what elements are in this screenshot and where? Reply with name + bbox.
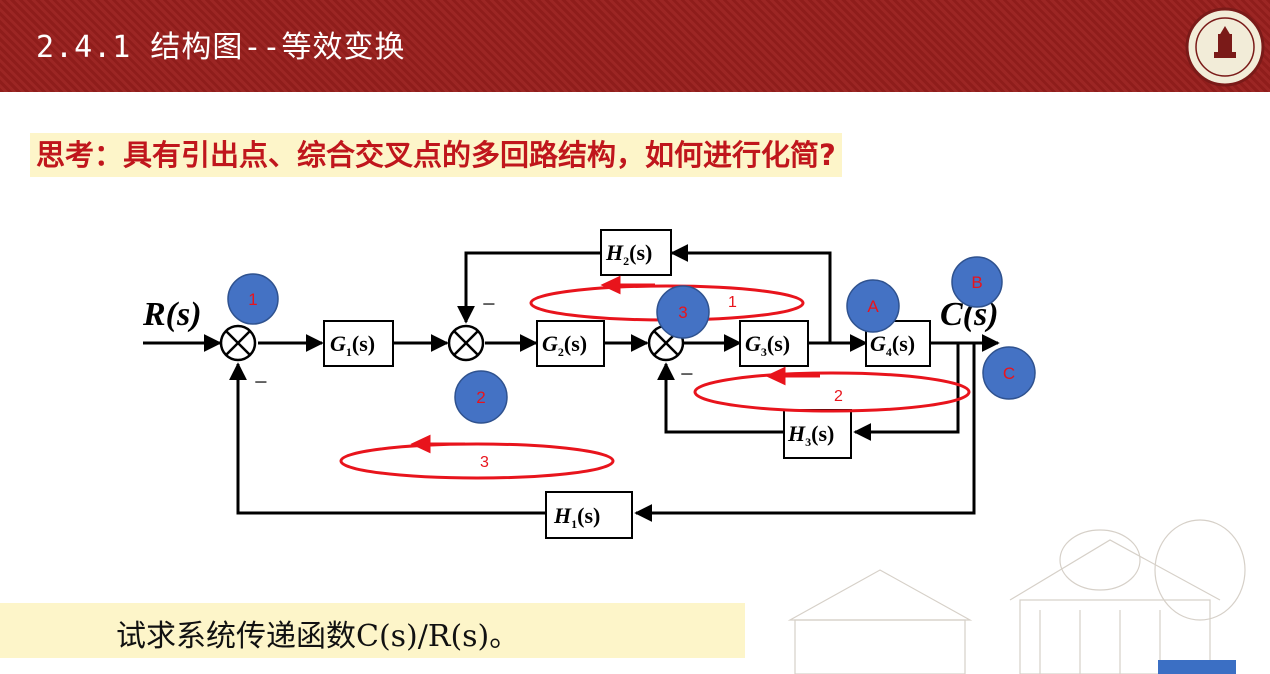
marker-3: 3 xyxy=(678,303,687,322)
question-text: 思考：具有引出点、综合交叉点的多回路结构，如何进行化简? xyxy=(30,133,842,177)
campus-background-image xyxy=(787,519,1246,674)
minus-sign: − xyxy=(254,370,268,396)
signal-lines xyxy=(143,244,1000,522)
marker-B: B xyxy=(971,273,982,292)
marker-2: 2 xyxy=(476,388,485,407)
loop-2-ellipse xyxy=(693,371,971,413)
block-h1: H1(s) xyxy=(553,503,600,531)
task-box: 试求系统传递函数C(s)/R(s)。 xyxy=(0,603,745,658)
minus-sign: − xyxy=(482,292,496,318)
university-emblem xyxy=(1185,7,1265,87)
slide-title: 2.4.1 结构图--等效变换 xyxy=(36,30,406,65)
marker-A: A xyxy=(867,297,879,316)
block-g2: G2(s) xyxy=(542,331,587,359)
next-slide-button[interactable] xyxy=(1158,660,1236,674)
block-h2: H2(s) xyxy=(605,240,652,268)
summing-junction xyxy=(219,324,257,362)
block-g1: G1(s) xyxy=(330,331,375,359)
block-g4: G4(s) xyxy=(870,331,915,359)
loop-1-label: 1 xyxy=(728,294,737,311)
loop-3-ellipse xyxy=(339,442,615,480)
block-g3: G3(s) xyxy=(745,331,790,359)
input-label: R(s) xyxy=(142,296,202,333)
loop-3-label: 3 xyxy=(480,454,489,471)
minus-sign: − xyxy=(680,362,694,388)
slide-header: 2.4.1 结构图--等效变换 xyxy=(0,0,1270,92)
task-text: 试求系统传递函数C(s)/R(s)。 xyxy=(116,619,520,654)
marker-1: 1 xyxy=(248,290,257,309)
summing-junction xyxy=(447,324,485,362)
block-h3: H3(s) xyxy=(787,421,834,449)
marker-C: C xyxy=(1003,364,1015,383)
loop-2-label: 2 xyxy=(834,388,843,405)
